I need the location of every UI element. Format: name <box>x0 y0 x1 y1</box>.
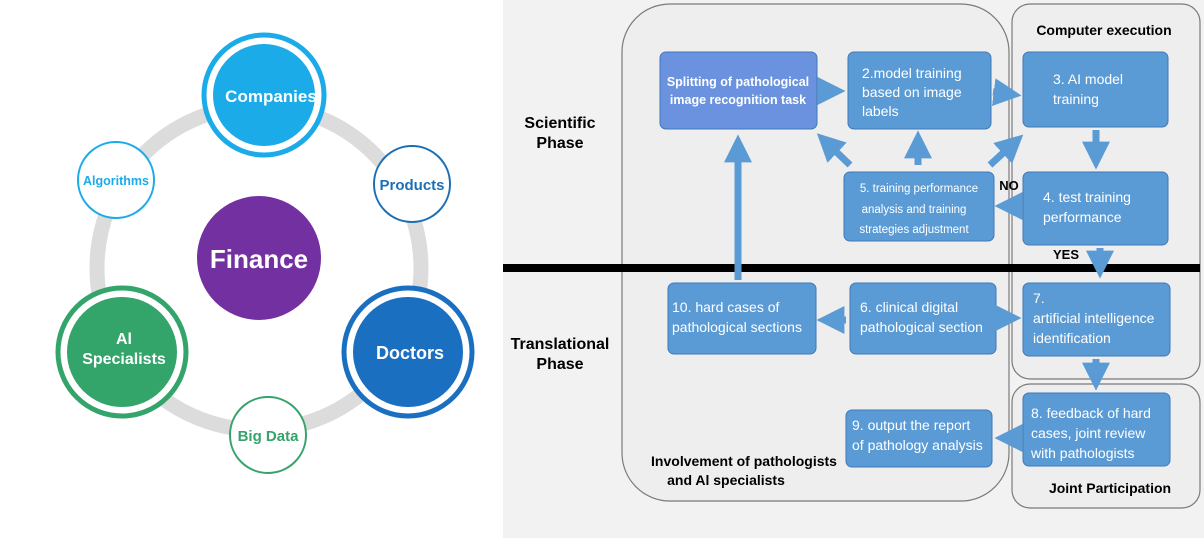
phase-divider <box>503 264 1200 272</box>
step-7-line1: 7. <box>1033 290 1045 306</box>
doctors-node <box>353 297 463 407</box>
joint-participation-title: Joint Participation <box>1049 480 1171 496</box>
scientific-phase-line1: Scientific <box>524 115 595 132</box>
finance-node <box>197 196 321 320</box>
step-5-line3: strategies adjustment <box>859 224 969 236</box>
yes-label: YES <box>1053 247 1079 262</box>
finance-label: Finance <box>210 244 308 274</box>
step-9-line2: of pathology analysis <box>852 437 983 453</box>
doctors-label: Doctors <box>376 343 444 363</box>
arrow-5-to-1 <box>816 133 853 168</box>
step-7-line3: identification <box>1033 330 1111 346</box>
translational-phase-line2: Phase <box>536 356 583 373</box>
products-node <box>373 145 451 223</box>
step-8-line2: cases, joint review <box>1031 425 1146 441</box>
arrow-5-to-3 <box>987 134 1024 168</box>
step-8-box <box>1022 392 1171 467</box>
big-data-label: Big Data <box>238 428 300 445</box>
pathologists-title-line2: and Al specialists <box>667 472 785 488</box>
arrow-2-to-3 <box>991 78 1022 106</box>
step-6-line1: 6. clinical digital <box>860 299 958 315</box>
step-9-line1: 9. output the report <box>852 417 970 433</box>
step-2-line2: based on image <box>862 84 962 100</box>
step-5-line1: 5. training performance <box>860 183 978 195</box>
step-3-line1: 3. AI model <box>1053 71 1123 87</box>
step-8-line3: with pathologists <box>1030 445 1135 461</box>
step-4-line2: performance <box>1043 209 1122 225</box>
no-label: NO <box>999 178 1019 193</box>
algorithms-node <box>77 141 155 219</box>
scientific-phase-line2: Phase <box>536 135 583 152</box>
step-5-box <box>843 171 995 242</box>
step-6-line2: pathological section <box>860 319 983 335</box>
products-label: Products <box>379 177 444 194</box>
companies-label: Companies <box>225 87 317 106</box>
step-5-line2: analysis and training <box>862 204 967 216</box>
step-2-line3: labels <box>862 103 899 119</box>
step-3-line2: training <box>1053 91 1099 107</box>
workflow-diagram: Computer execution Joint Participation I… <box>503 0 1204 538</box>
step-1-line2: image recognition task <box>670 93 806 107</box>
translational-phase-line1: Translational <box>511 336 610 353</box>
ai-specialists-node <box>67 297 177 407</box>
big-data-node <box>229 396 307 474</box>
algorithms-label: Algorithms <box>83 174 149 188</box>
step-10-line1: 10. hard cases of <box>672 299 780 315</box>
step-8-line1: 8. feedback of hard <box>1031 405 1151 421</box>
step-7-box <box>1022 282 1171 357</box>
step-4-box <box>1022 171 1169 246</box>
ai-specialists-label-line1: Al <box>116 331 132 348</box>
flow-arrows <box>724 77 1114 452</box>
step-3-box <box>1022 51 1169 128</box>
step-1-box <box>659 51 818 130</box>
finance-ecosystem-diagram: Finance Companies Products Doctors Big D… <box>55 32 475 474</box>
step-4-line1: 4. test training <box>1043 189 1131 205</box>
step-10-line2: pathological sections <box>672 319 802 335</box>
step-9-box <box>845 409 993 468</box>
step-7-line2: artificial intelligence <box>1033 310 1155 326</box>
step-1-line1: Splitting of pathological <box>667 75 809 89</box>
pathologists-title-line1: Involvement of pathologists <box>651 453 837 469</box>
companies-node <box>213 44 315 146</box>
step-2-box <box>847 51 992 130</box>
ai-specialists-label-line2: Specialists <box>82 351 166 368</box>
computer-execution-title: Computer execution <box>1036 22 1171 38</box>
step-10-box <box>667 282 817 355</box>
step-2-line1: 2.model training <box>862 65 962 81</box>
